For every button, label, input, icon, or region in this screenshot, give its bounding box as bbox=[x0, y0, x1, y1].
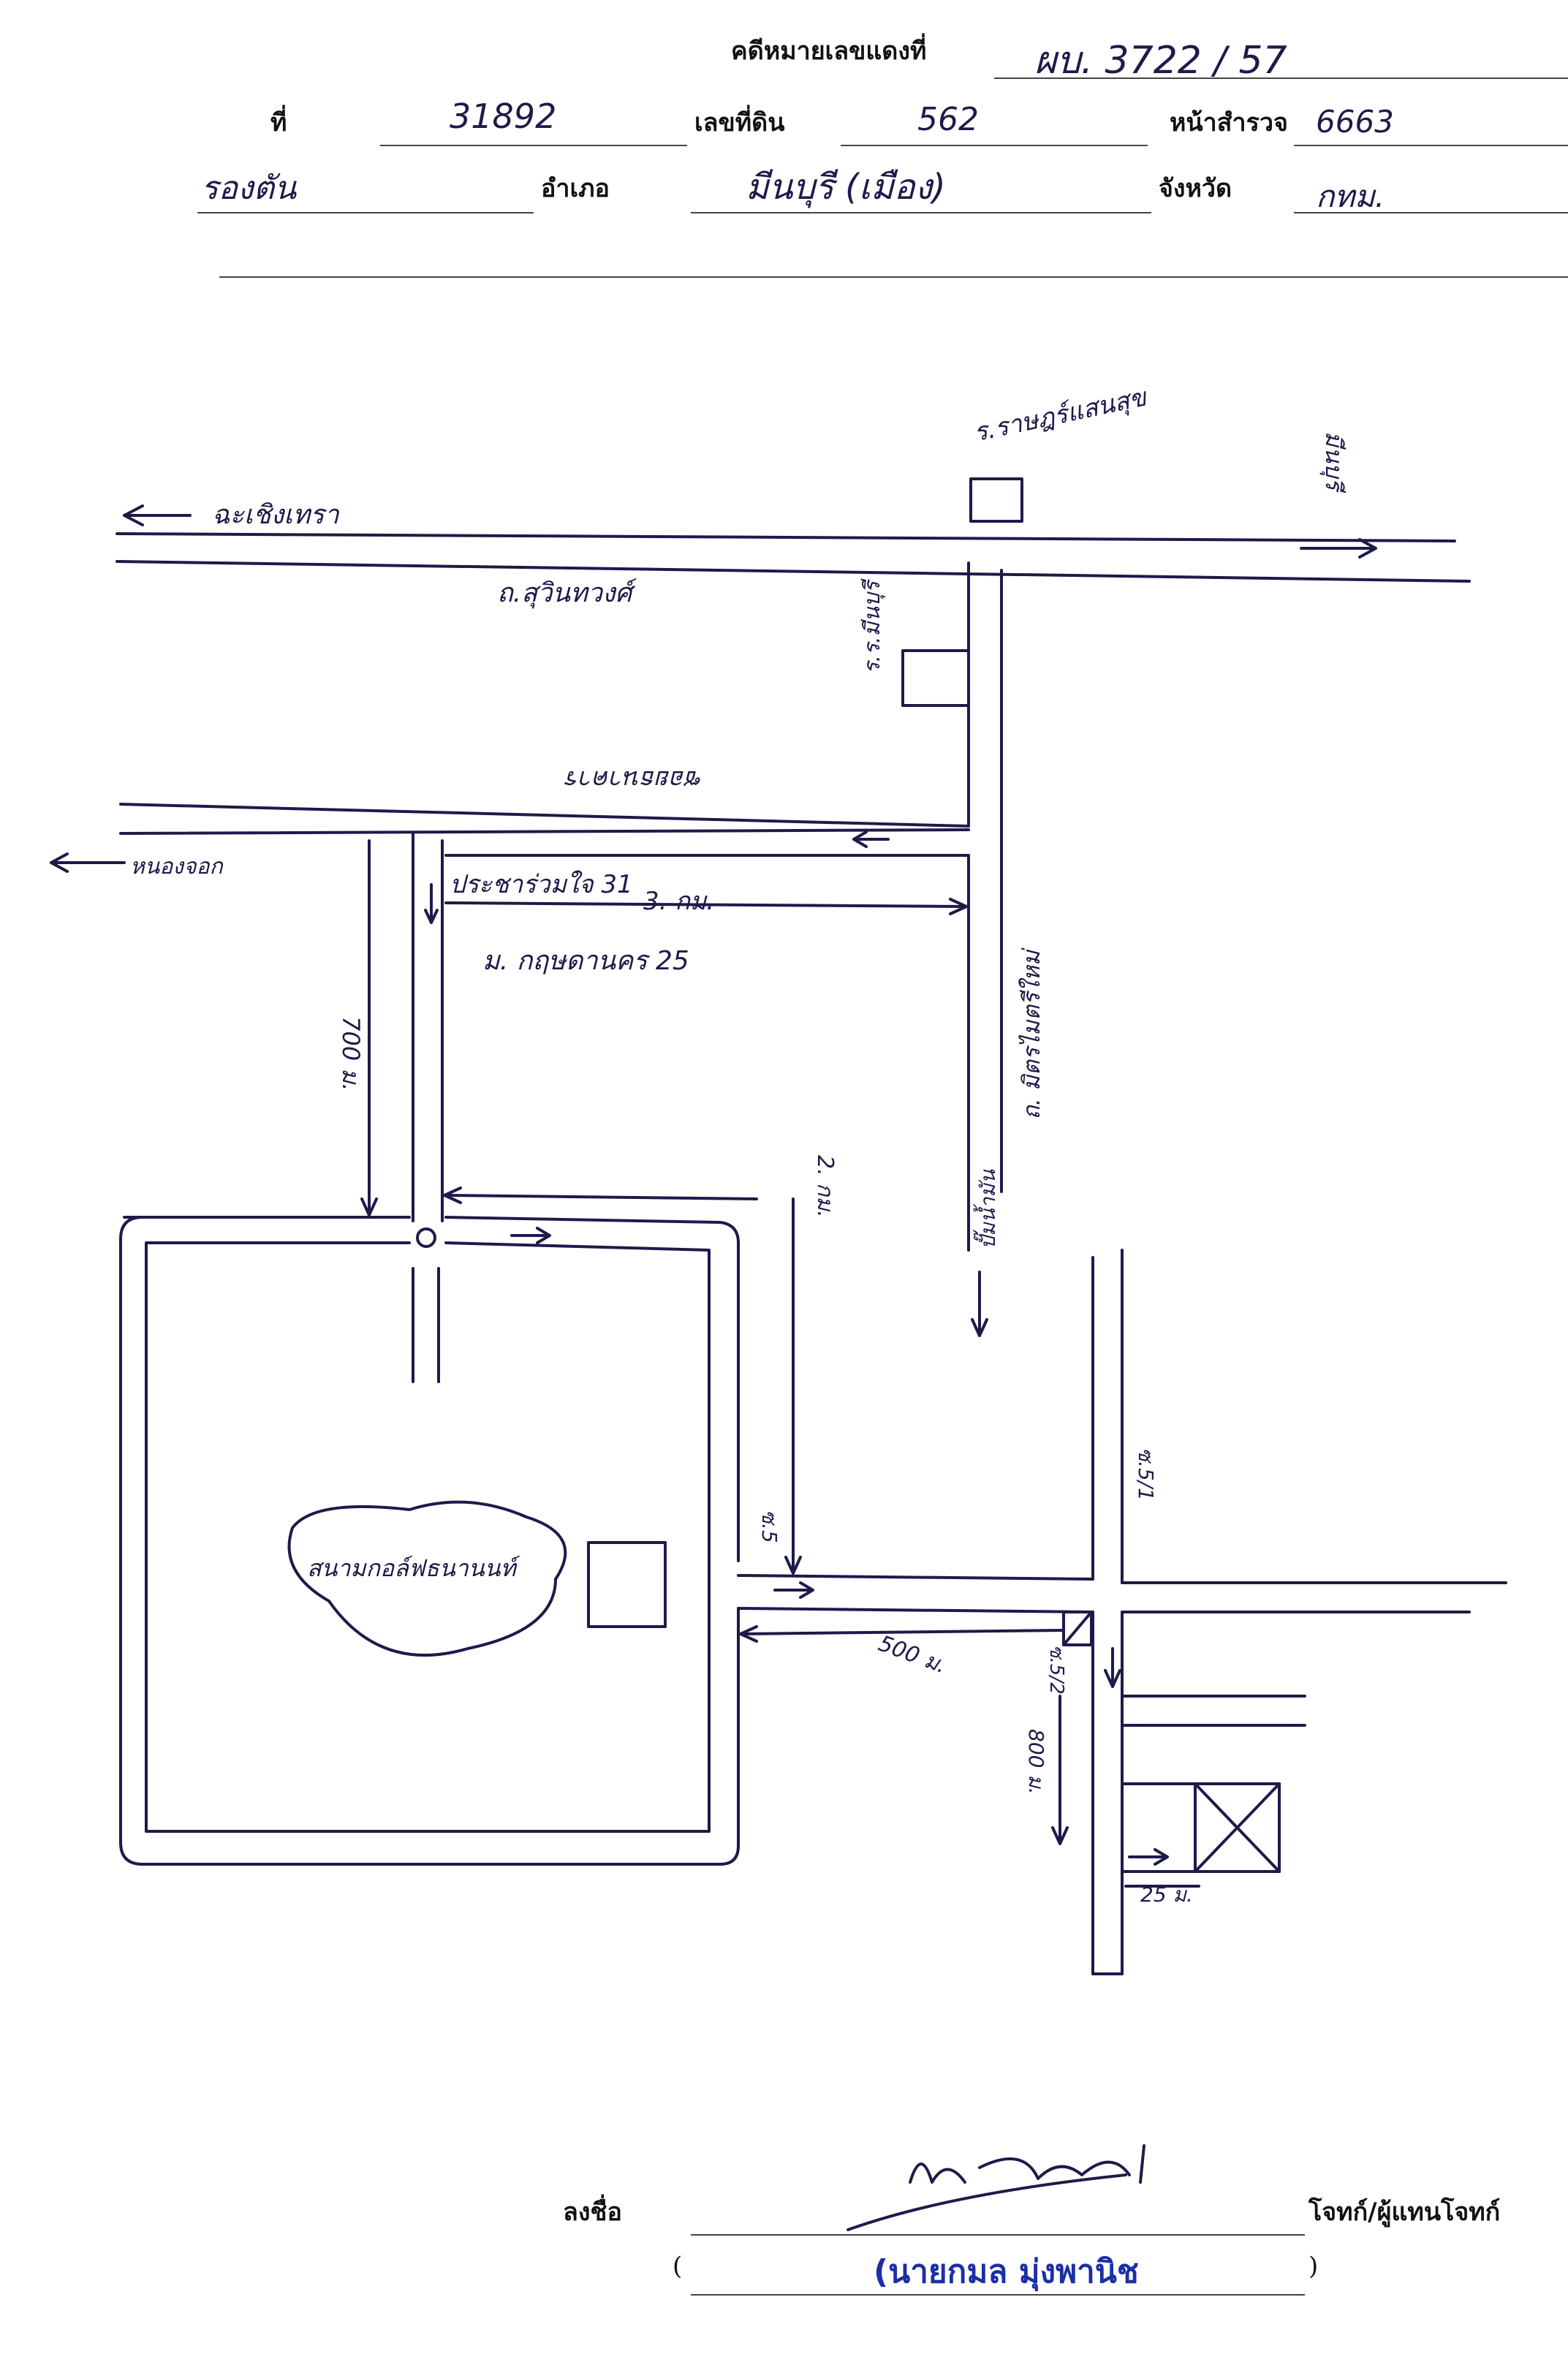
province-value: กทม. bbox=[1316, 178, 1385, 214]
deed-label-fragment: ที่ bbox=[270, 108, 287, 137]
measure-500 bbox=[741, 1629, 1065, 1635]
soi-bottom-edge-partial bbox=[119, 828, 970, 835]
label-soi-31: ประชาร่วมใจ 31 bbox=[450, 870, 633, 899]
label-bank-soi: ซอยธนาคาร bbox=[567, 765, 703, 794]
label-3km: 3. กม. bbox=[643, 887, 715, 916]
subject-land-box bbox=[1194, 1782, 1281, 1873]
label-village: ม. กฤษดานคร 25 bbox=[482, 946, 689, 976]
subject-land-cross-b bbox=[1194, 1782, 1281, 1873]
measure-500-arrowhead bbox=[739, 1625, 758, 1643]
school-box bbox=[901, 649, 970, 707]
label-sukhumvit: ถ.สุวินทวงศ์ bbox=[497, 578, 632, 608]
measure-2km bbox=[444, 1194, 758, 1200]
label-700m: 700 ม. bbox=[337, 1016, 365, 1091]
red-case-value: ผบ. 3722 / 57 bbox=[1034, 39, 1287, 83]
label-golf-course: สนามกอล์ฟธนานนท์ bbox=[307, 1554, 516, 1582]
land-no-underline bbox=[841, 145, 1148, 146]
golf-lake bbox=[287, 1500, 567, 1657]
name-underline bbox=[691, 2294, 1305, 2296]
survey-page-underline bbox=[1294, 145, 1568, 146]
measure-700-arrowhead bbox=[360, 1197, 378, 1216]
marker-box-cross bbox=[1062, 1611, 1093, 1646]
province-label: จังหวัด bbox=[1159, 174, 1232, 203]
golf-loop-outer bbox=[119, 1216, 740, 1866]
loop-arrowhead bbox=[536, 1227, 551, 1244]
measure-2km-arrowhead bbox=[443, 1187, 462, 1204]
soi5-top-edge bbox=[737, 1574, 1094, 1581]
label-to-chachoengsao: ฉะเชิงเทรา bbox=[212, 500, 339, 530]
label-800m: 800 ม. bbox=[1024, 1729, 1048, 1795]
soi-arrowhead bbox=[852, 830, 868, 848]
close-paren: ) bbox=[1308, 2252, 1319, 2281]
label-school: ร.ร.มีนบุรี bbox=[860, 581, 885, 674]
down-arrowhead-soi31 bbox=[424, 909, 439, 924]
role-label: โจทก์/ผู้แทนโจทก์ bbox=[1308, 2198, 1501, 2227]
marker-box-small bbox=[1062, 1611, 1093, 1646]
arrowhead-right-top bbox=[1358, 538, 1377, 559]
measure-3km-arrowhead bbox=[949, 898, 968, 915]
subject-arrowhead bbox=[1154, 1848, 1169, 1866]
market-box bbox=[969, 477, 1023, 523]
open-paren: ( bbox=[673, 2252, 683, 2281]
measure-800-arrowhead bbox=[1051, 1826, 1069, 1845]
blank-underline bbox=[219, 276, 1568, 278]
measure-2km-vertical-arrowhead bbox=[784, 1556, 802, 1575]
label-petrol-station: ปั๊มน้ำมัน bbox=[976, 1170, 1000, 1249]
name-stamp: (นายกมล มุ่งพานิช bbox=[874, 2253, 1139, 2290]
label-to-nongchok: หนองจอก bbox=[130, 854, 223, 879]
deed-value: 31892 bbox=[450, 97, 557, 136]
label-new-road: ถ. มิตรไมตรีใหม่ bbox=[1018, 950, 1045, 1120]
signature-underline bbox=[691, 2234, 1305, 2236]
land-no-label: เลขที่ดิน bbox=[694, 108, 785, 137]
new-road-arrowhead bbox=[971, 1318, 988, 1337]
soi5-bottom-edge-1 bbox=[737, 1607, 1094, 1613]
label-25m: 25 ม. bbox=[1140, 1882, 1193, 1907]
label-to-minburi: มีนบุรี bbox=[1320, 431, 1348, 491]
soi5-arrowhead bbox=[799, 1581, 814, 1599]
arrowhead-nongchok bbox=[50, 852, 69, 873]
survey-page-label: หน้าสำรวจ bbox=[1170, 108, 1288, 137]
deed-underline bbox=[380, 145, 687, 146]
province-underline bbox=[1294, 212, 1568, 213]
label-soi-5-2: ซ.5/2 bbox=[1045, 1645, 1067, 1695]
subdistrict-value: รองตัน bbox=[201, 170, 297, 207]
red-case-underline bbox=[994, 77, 1568, 79]
district-underline bbox=[691, 212, 1151, 213]
district-value: มีนบุรี (เมือง) bbox=[746, 167, 946, 208]
main-road-top-edge bbox=[115, 532, 1456, 542]
main-road-bottom-edge bbox=[115, 560, 1471, 583]
clubhouse-box bbox=[587, 1541, 667, 1628]
land-no-value: 562 bbox=[917, 101, 979, 138]
sign-label: ลงชื่อ bbox=[563, 2198, 622, 2227]
signature bbox=[847, 2144, 1145, 2231]
measure-3km bbox=[444, 901, 966, 908]
red-case-label: คดีหมายเลขแดงที่ bbox=[731, 37, 927, 66]
soi5-2-arrowhead bbox=[1104, 1669, 1121, 1688]
golf-loop-inner bbox=[145, 1241, 711, 1833]
arrowhead-left-top bbox=[123, 504, 144, 526]
soi-top-edge bbox=[119, 803, 970, 828]
survey-page-value: 6663 bbox=[1316, 104, 1394, 140]
label-soi-5-1: ซ.5/1 bbox=[1134, 1448, 1158, 1501]
label-2km: 2. กม. bbox=[812, 1155, 838, 1218]
roundabout bbox=[416, 1227, 436, 1248]
district-label: อำเภอ bbox=[541, 174, 610, 203]
label-soi-5: ซ.5 bbox=[757, 1510, 781, 1543]
subdistrict-underline bbox=[197, 212, 534, 213]
